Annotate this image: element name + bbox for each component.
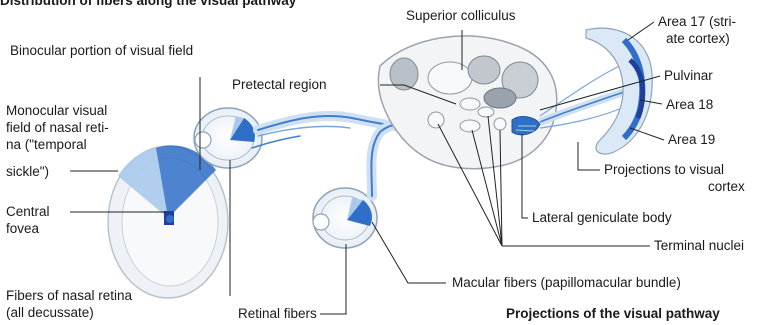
label-pulvinar: Pulvinar xyxy=(664,68,713,84)
label-projections-1: Projections to visual xyxy=(604,162,724,178)
label-central-2: fovea xyxy=(6,221,39,237)
label-monocular-2: field of nasal reti- xyxy=(6,120,109,136)
brain-section xyxy=(378,36,556,169)
figure-caption: Projections of the visual pathway xyxy=(506,306,720,322)
left-eye xyxy=(194,108,262,168)
label-area18: Area 18 xyxy=(666,97,713,113)
label-nasal-fibers-2: (all decussate) xyxy=(6,305,94,321)
label-monocular-1: Monocular visual xyxy=(6,103,107,119)
visual-field-disc xyxy=(108,145,228,298)
label-nasal-fibers-1: Fibers of nasal retina xyxy=(6,288,132,304)
label-area19: Area 19 xyxy=(668,132,715,148)
label-superior-colliculus: Superior colliculus xyxy=(406,8,516,24)
label-pretectal-region: Pretectal region xyxy=(232,77,327,93)
label-area17-1: Area 17 (stri- xyxy=(658,14,736,30)
label-monocular-4: sickle") xyxy=(6,164,49,180)
label-lateral-geniculate-body: Lateral geniculate body xyxy=(532,210,672,226)
label-area17-2: ate cortex) xyxy=(666,31,730,47)
figure-title: Distribution of fibers along the visual … xyxy=(0,0,296,9)
label-terminal-nuclei: Terminal nuclei xyxy=(654,238,744,254)
label-monocular-3: na ("temporal xyxy=(6,137,87,153)
label-retinal-fibers: Retinal fibers xyxy=(238,306,317,322)
label-central-1: Central xyxy=(6,204,50,220)
label-macular-fibers: Macular fibers (papillomacular bundle) xyxy=(452,275,681,291)
label-projections-2: cortex xyxy=(708,179,745,195)
label-binocular-field: Binocular portion of visual field xyxy=(10,43,193,59)
